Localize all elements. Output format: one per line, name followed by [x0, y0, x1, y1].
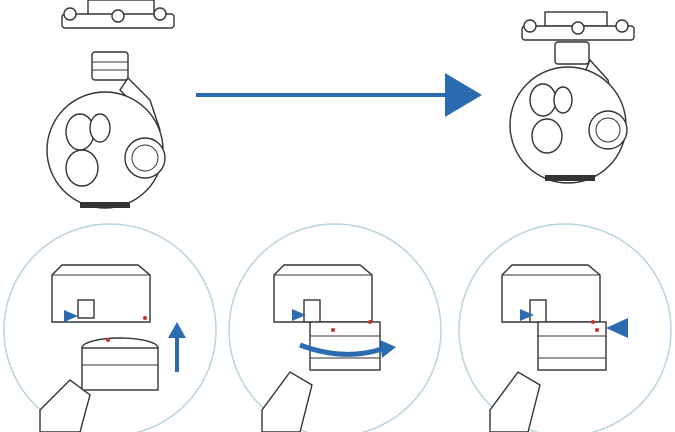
arrow-left-icon	[606, 318, 628, 338]
arrow-up-icon	[168, 322, 186, 338]
direction-arrow	[196, 73, 482, 117]
step-align	[3, 223, 217, 432]
rotate-arrow-icon	[380, 340, 396, 358]
step-lock	[458, 223, 672, 432]
arrow-right-icon	[292, 309, 306, 321]
arrow-right-icon	[64, 310, 78, 322]
gimbal-assembled	[509, 11, 635, 184]
arrow-right-icon	[520, 309, 534, 321]
gimbal-separated	[46, 0, 175, 209]
step-rotate	[228, 223, 442, 432]
